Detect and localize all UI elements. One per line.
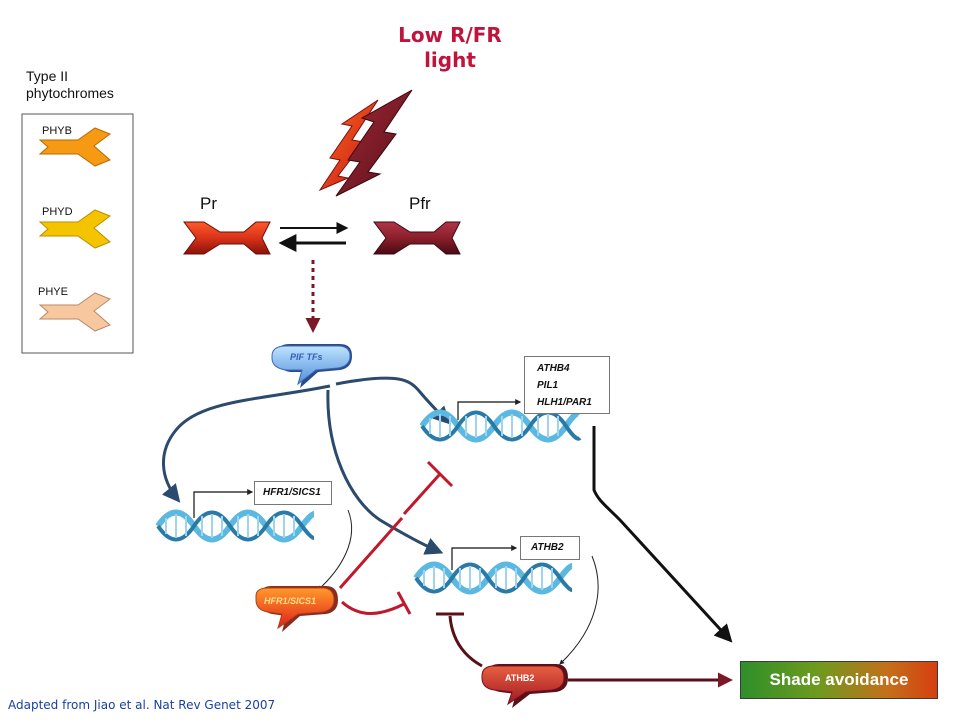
phytochrome-panel-box [21,113,134,354]
far-red-light-bolt-icon [335,89,413,197]
hfr1-tss-arrow [193,489,254,518]
athb4-to-shade-avoidance-arrow [592,426,733,643]
dna-hfr1-icon [155,509,315,543]
pr-state-label: Pr [200,194,217,213]
athb2-translation-arrow [559,555,599,665]
hfr1-to-athb2-repression-line [341,600,405,615]
phyb-receptor-icon [38,127,112,167]
phye-label: PHYE [38,286,68,298]
athb2-gene-label: ATHB2 [531,542,564,553]
light-condition-title: Low R/FR light [390,23,510,73]
pif-tfs-label: PIF TFs [290,352,323,362]
pif-tfs-bubble [271,345,351,386]
hfr1-translation-arrow [317,509,353,591]
phyd-receptor-icon [38,209,112,249]
pif-to-athb2-activation [326,389,444,555]
pil1-gene-label: PIL1 [537,380,559,391]
shade-avoidance-box: Shade avoidance [740,661,938,699]
phyb-label: PHYB [42,125,72,137]
athb4-tss-arrow [457,399,522,420]
pfr-state-label: Pfr [409,194,431,213]
citation-text: Adapted from Jiao et al. Nat Rev Genet 2… [8,698,276,712]
athb4-gene-label: ATHB4 [537,363,570,374]
title-line-2: light [424,48,476,72]
athb2-gene-box: ATHB2 [520,536,580,560]
hfr1-protein-label: HFR1/SICS1 [264,596,317,606]
hfr1-gene-box: HFR1/SICS1 [254,481,332,505]
title-line-1: Low R/FR [398,23,502,47]
pif-to-hfr1-activation [161,384,331,503]
phyd-label: PHYD [42,206,73,218]
athb4-repression-bar [426,460,454,488]
hfr1-repression-line-upper [402,472,442,516]
dna-athb2-icon [413,561,573,595]
hfr1-repression-line-lower [338,517,404,589]
athb2-protein-label: ATHB2 [505,673,535,683]
pr-receptor-icon [183,221,271,255]
phye-receptor-icon [38,292,112,332]
hlh1-gene-label: HLH1/PAR1 [537,397,592,408]
athb2-protein-bubble [481,665,565,706]
hfr1-gene-label: HFR1/SICS1 [263,487,321,498]
phytochrome-panel-heading: Type II phytochromes [26,68,114,102]
athb2-autorepression-line [448,615,483,668]
athb4-gene-box: ATHB4 PIL1 HLH1/PAR1 [524,356,610,414]
athb2-tss-arrow [451,545,518,570]
dna-upper-icon [419,409,583,443]
red-light-bolt-icon [318,99,379,192]
hfr1-protein-bubble [255,587,335,630]
phytochrome-heading-line-1: Type II [26,68,69,84]
pfr-receptor-icon [373,221,461,255]
athb2-repression-bar-from-hfr1 [396,591,412,615]
phytochrome-heading-line-2: phytochromes [26,85,114,101]
